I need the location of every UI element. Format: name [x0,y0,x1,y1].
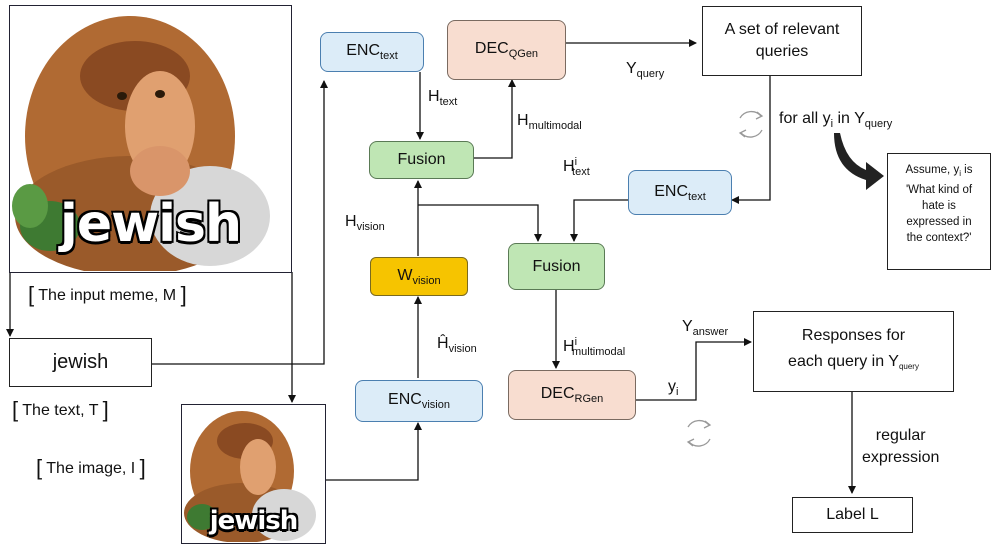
responses-box: Responses for each query in Yquery [753,311,954,392]
h-hat-vision-label: Ĥvision [437,335,477,355]
arrow-enc-text-right-to-fusion [570,199,628,242]
h-text-label: Htext [428,88,458,108]
query-set-box: A set of relevant queries [702,6,862,76]
curved-arrow-icon [834,133,884,190]
regex-label: regular expression [862,427,940,466]
arrow-fusion-to-dec-qgen [474,79,516,159]
h-i-text-label: Hitext [563,156,590,178]
image-caption-text: jewish [209,506,298,536]
fusion-middle: Fusion [508,243,605,290]
dec-rgen: DECRGen [508,370,636,420]
y-answer-label: Yanswer [682,318,729,338]
text-label: [ The text, T ] [12,397,109,422]
dec-qgen: DECQGen [447,20,566,80]
input-meme-image: jewish [9,5,292,273]
arrow-branch-to-fusion-mid [418,204,542,242]
arrow-dec-rgen-to-responses [636,338,752,401]
enc-vision: ENCvision [355,380,483,422]
loop-icon [738,110,764,138]
input-meme-label: [ The input meme, M ] [28,282,187,307]
arrow-image-to-enc-vision [326,422,422,481]
y-i-label: yi [668,378,679,398]
arrow-text-to-enc-text [152,80,328,365]
label-box: Label L [792,497,913,533]
text-box: jewish [9,338,152,387]
input-image: jewish [181,404,326,544]
meme-caption-text: jewish [60,194,242,254]
loop-icon [686,419,712,447]
enc-text-top: ENCtext [320,32,424,72]
arrow-queries-to-enc-text-right [731,76,771,204]
h-multimodal-label: Hmultimodal [517,112,582,132]
image-label: [ The image, I ] [36,455,146,480]
fusion-top: Fusion [369,141,474,179]
loop-text: for all yi in Yquery [779,110,893,130]
enc-text-right: ENCtext [628,170,732,215]
y-query-label: Yquery [626,60,665,80]
h-vision-label: Hvision [345,213,385,233]
h-i-multimodal-label: Himultimodal [563,336,626,358]
assumption-note: Assume, yi is 'What kind of hate is expr… [887,153,991,270]
w-vision: Wvision [370,257,468,296]
